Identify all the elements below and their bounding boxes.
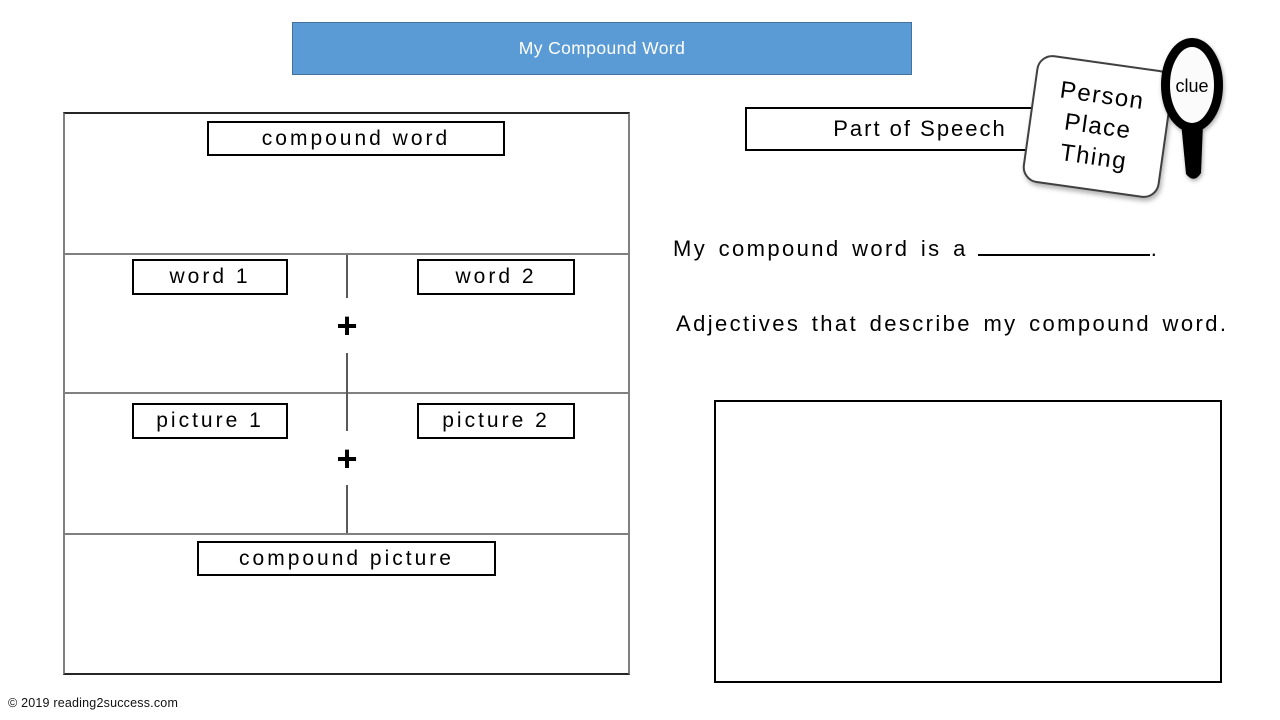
clue-magnifier-icon: clue [1161,38,1223,179]
part-of-speech-label: Part of Speech [833,116,1007,141]
sentence-period: . [1150,236,1160,261]
sentence-blank [977,233,1150,256]
compound-word-sentence: My compound word is a. [673,233,1159,262]
connector-line-picture-bottom [346,485,348,533]
compound-picture-label-box: compound picture [197,541,496,576]
picture-1-label-box: picture 1 [132,403,288,439]
page-title-banner: My Compound Word [292,22,912,75]
plus-sign-pictures: + [336,438,358,479]
connector-line-middle [346,353,348,431]
clue-label: clue [1175,76,1208,96]
word-2-label-box: word 2 [417,259,575,295]
compound-word-label-box: compound word [207,121,505,156]
word-1-label: word 1 [169,265,251,288]
adjectives-prompt: Adjectives that describe my compound wor… [676,311,1228,337]
picture-2-label: picture 2 [442,409,550,432]
row-divider-1 [65,253,628,255]
copyright-text: © 2019 reading2success.com [8,696,178,710]
picture-2-label-box: picture 2 [417,403,575,439]
plus-sign-words: + [336,305,358,346]
sentence-prefix: My compound word is a [673,236,968,261]
word-1-label-box: word 1 [132,259,288,295]
word-2-label: word 2 [455,265,537,288]
graphic-organizer-table: + + compound word word 1 word 2 picture … [63,112,630,675]
connector-line-word-top [346,255,348,298]
adjectives-answer-box [714,400,1222,683]
compound-picture-label: compound picture [239,546,454,570]
page-title: My Compound Word [518,38,686,58]
row-divider-3 [65,533,628,535]
copyright-label: © 2019 reading2success.com [8,696,179,710]
magnifier-handle [1181,122,1203,179]
magnifier-lens [1161,38,1223,132]
picture-1-label: picture 1 [156,409,264,432]
compound-word-label: compound word [261,126,451,150]
adjectives-prompt-text: Adjectives that describe my compound wor… [676,311,1229,336]
